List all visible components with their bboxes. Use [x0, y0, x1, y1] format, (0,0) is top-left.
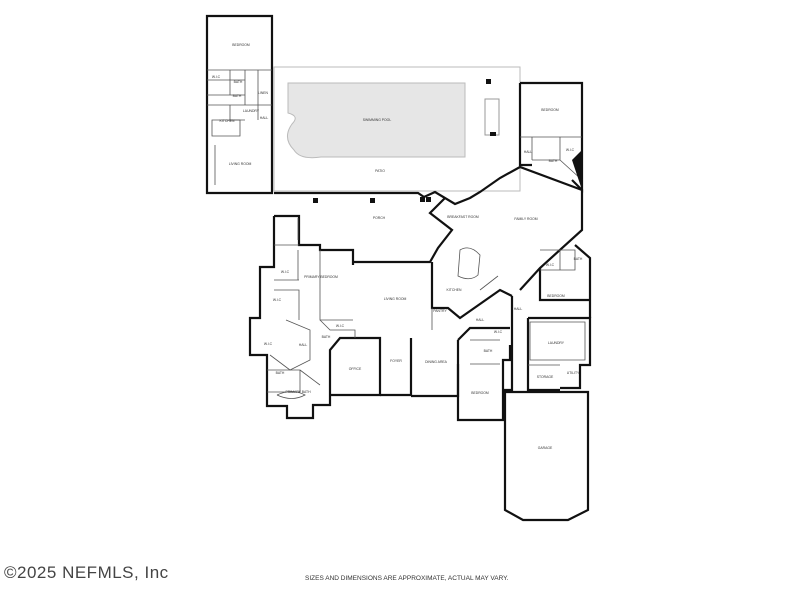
label-living: LIVING ROOM	[384, 297, 407, 301]
label-guest-bath: BATH	[234, 80, 243, 84]
label-wic4: W.I.C	[336, 324, 345, 328]
label-kitchen: KITCHEN	[447, 288, 462, 292]
label-guest-kitchen: KITCHEN	[220, 119, 235, 123]
label-center-bath: BATH	[484, 349, 493, 353]
outdoor-counter	[484, 98, 500, 136]
label-primary-bath: PRIMARY BATH	[285, 390, 311, 394]
label-guest-bath2: BATH	[233, 94, 242, 98]
swimming-pool	[287, 82, 466, 159]
label-ne-bath: BATH	[549, 159, 558, 163]
room-labels: BEDROOM W.I.C BATH BATH LINEN LAUNDRY HA…	[212, 43, 583, 450]
label-pantry: PANTRY	[433, 309, 447, 313]
label-east-bedroom: BEDROOM	[547, 294, 565, 298]
label-primary-bedroom: PRIMARY BEDROOM	[304, 275, 338, 279]
label-wic3: W.I.C	[264, 342, 273, 346]
copyright-watermark: ©2025 NEFMLS, Inc	[4, 563, 169, 582]
label-center-hall: HALL	[476, 318, 485, 322]
label-primary-hall: HALL	[299, 343, 308, 347]
label-laundry: LAUNDRY	[548, 341, 565, 345]
label-family: FAMILY ROOM	[514, 217, 537, 221]
main-house-walls	[248, 165, 592, 522]
label-guest-living: LIVING ROOM	[229, 162, 252, 166]
label-ne-hall: HALL	[524, 150, 533, 154]
label-east-wic: W.I.C	[546, 263, 555, 267]
disclaimer-text: SIZES AND DIMENSIONS ARE APPROXIMATE, AC…	[305, 575, 509, 582]
label-center-bedroom: BEDROOM	[471, 391, 489, 395]
label-guest-linen: LINEN	[258, 91, 269, 95]
label-guest-bedroom: BEDROOM	[232, 43, 250, 47]
label-wic2: W.I.C	[273, 298, 282, 302]
label-patio: PATIO	[375, 169, 385, 173]
label-porch: PORCH	[373, 216, 386, 220]
label-dining: DINING AREA	[425, 360, 448, 364]
label-ne-bedroom: BEDROOM	[541, 108, 559, 112]
label-utility: UTILITY	[567, 371, 580, 375]
label-east-bath: BATH	[574, 257, 583, 261]
label-bath-small: BATH	[322, 335, 331, 339]
label-ne-wic: W.I.C	[566, 148, 575, 152]
label-center-wic: W.I.C	[494, 330, 503, 334]
guest-house-walls	[205, 14, 274, 195]
label-guest-laundry: LAUNDRY	[243, 109, 260, 113]
label-garage: GARAGE	[538, 446, 553, 450]
label-guest-hall: HALL	[260, 116, 269, 120]
label-bath-wc: BATH	[276, 371, 285, 375]
label-guest-wic: W.I.C	[212, 75, 221, 79]
label-breakfast: BREAKFAST ROOM	[447, 215, 479, 219]
label-storage: STORAGE	[537, 375, 554, 379]
label-wic1: W.I.C	[281, 270, 290, 274]
label-pool: SWIMMING POOL	[363, 118, 392, 122]
label-east-hall: HALL	[514, 307, 523, 311]
label-foyer: FOYER	[390, 359, 402, 363]
label-office: OFFICE	[349, 367, 362, 371]
ne-bedroom-walls	[518, 81, 584, 193]
